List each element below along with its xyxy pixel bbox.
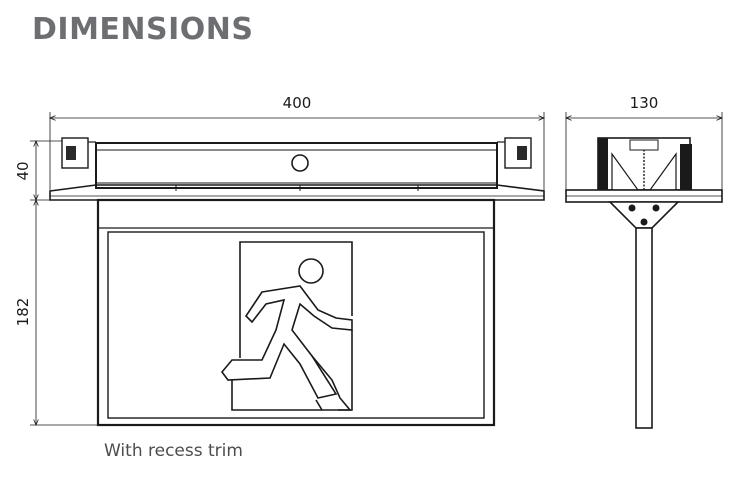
side-housing [565, 137, 723, 203]
indicator-led-icon [291, 154, 309, 172]
housing-height-dimension-label: 40 [14, 161, 32, 180]
front-housing [49, 137, 545, 201]
dimension-lines [30, 112, 722, 425]
sign-panel [96, 198, 496, 427]
side-view [565, 137, 723, 429]
depth-dimension-label: 130 [630, 94, 659, 112]
sign-height-dimension-label: 182 [14, 298, 32, 327]
running-man-exit-icon [220, 241, 353, 411]
page-title: DIMENSIONS [32, 12, 254, 47]
left-mounting-clip [61, 137, 96, 169]
caption: With recess trim [104, 441, 243, 461]
width-dimension-label: 400 [283, 94, 312, 112]
front-view [49, 137, 545, 427]
side-sign-edge [635, 227, 653, 429]
side-bracket [608, 201, 680, 229]
right-mounting-clip [497, 137, 532, 169]
